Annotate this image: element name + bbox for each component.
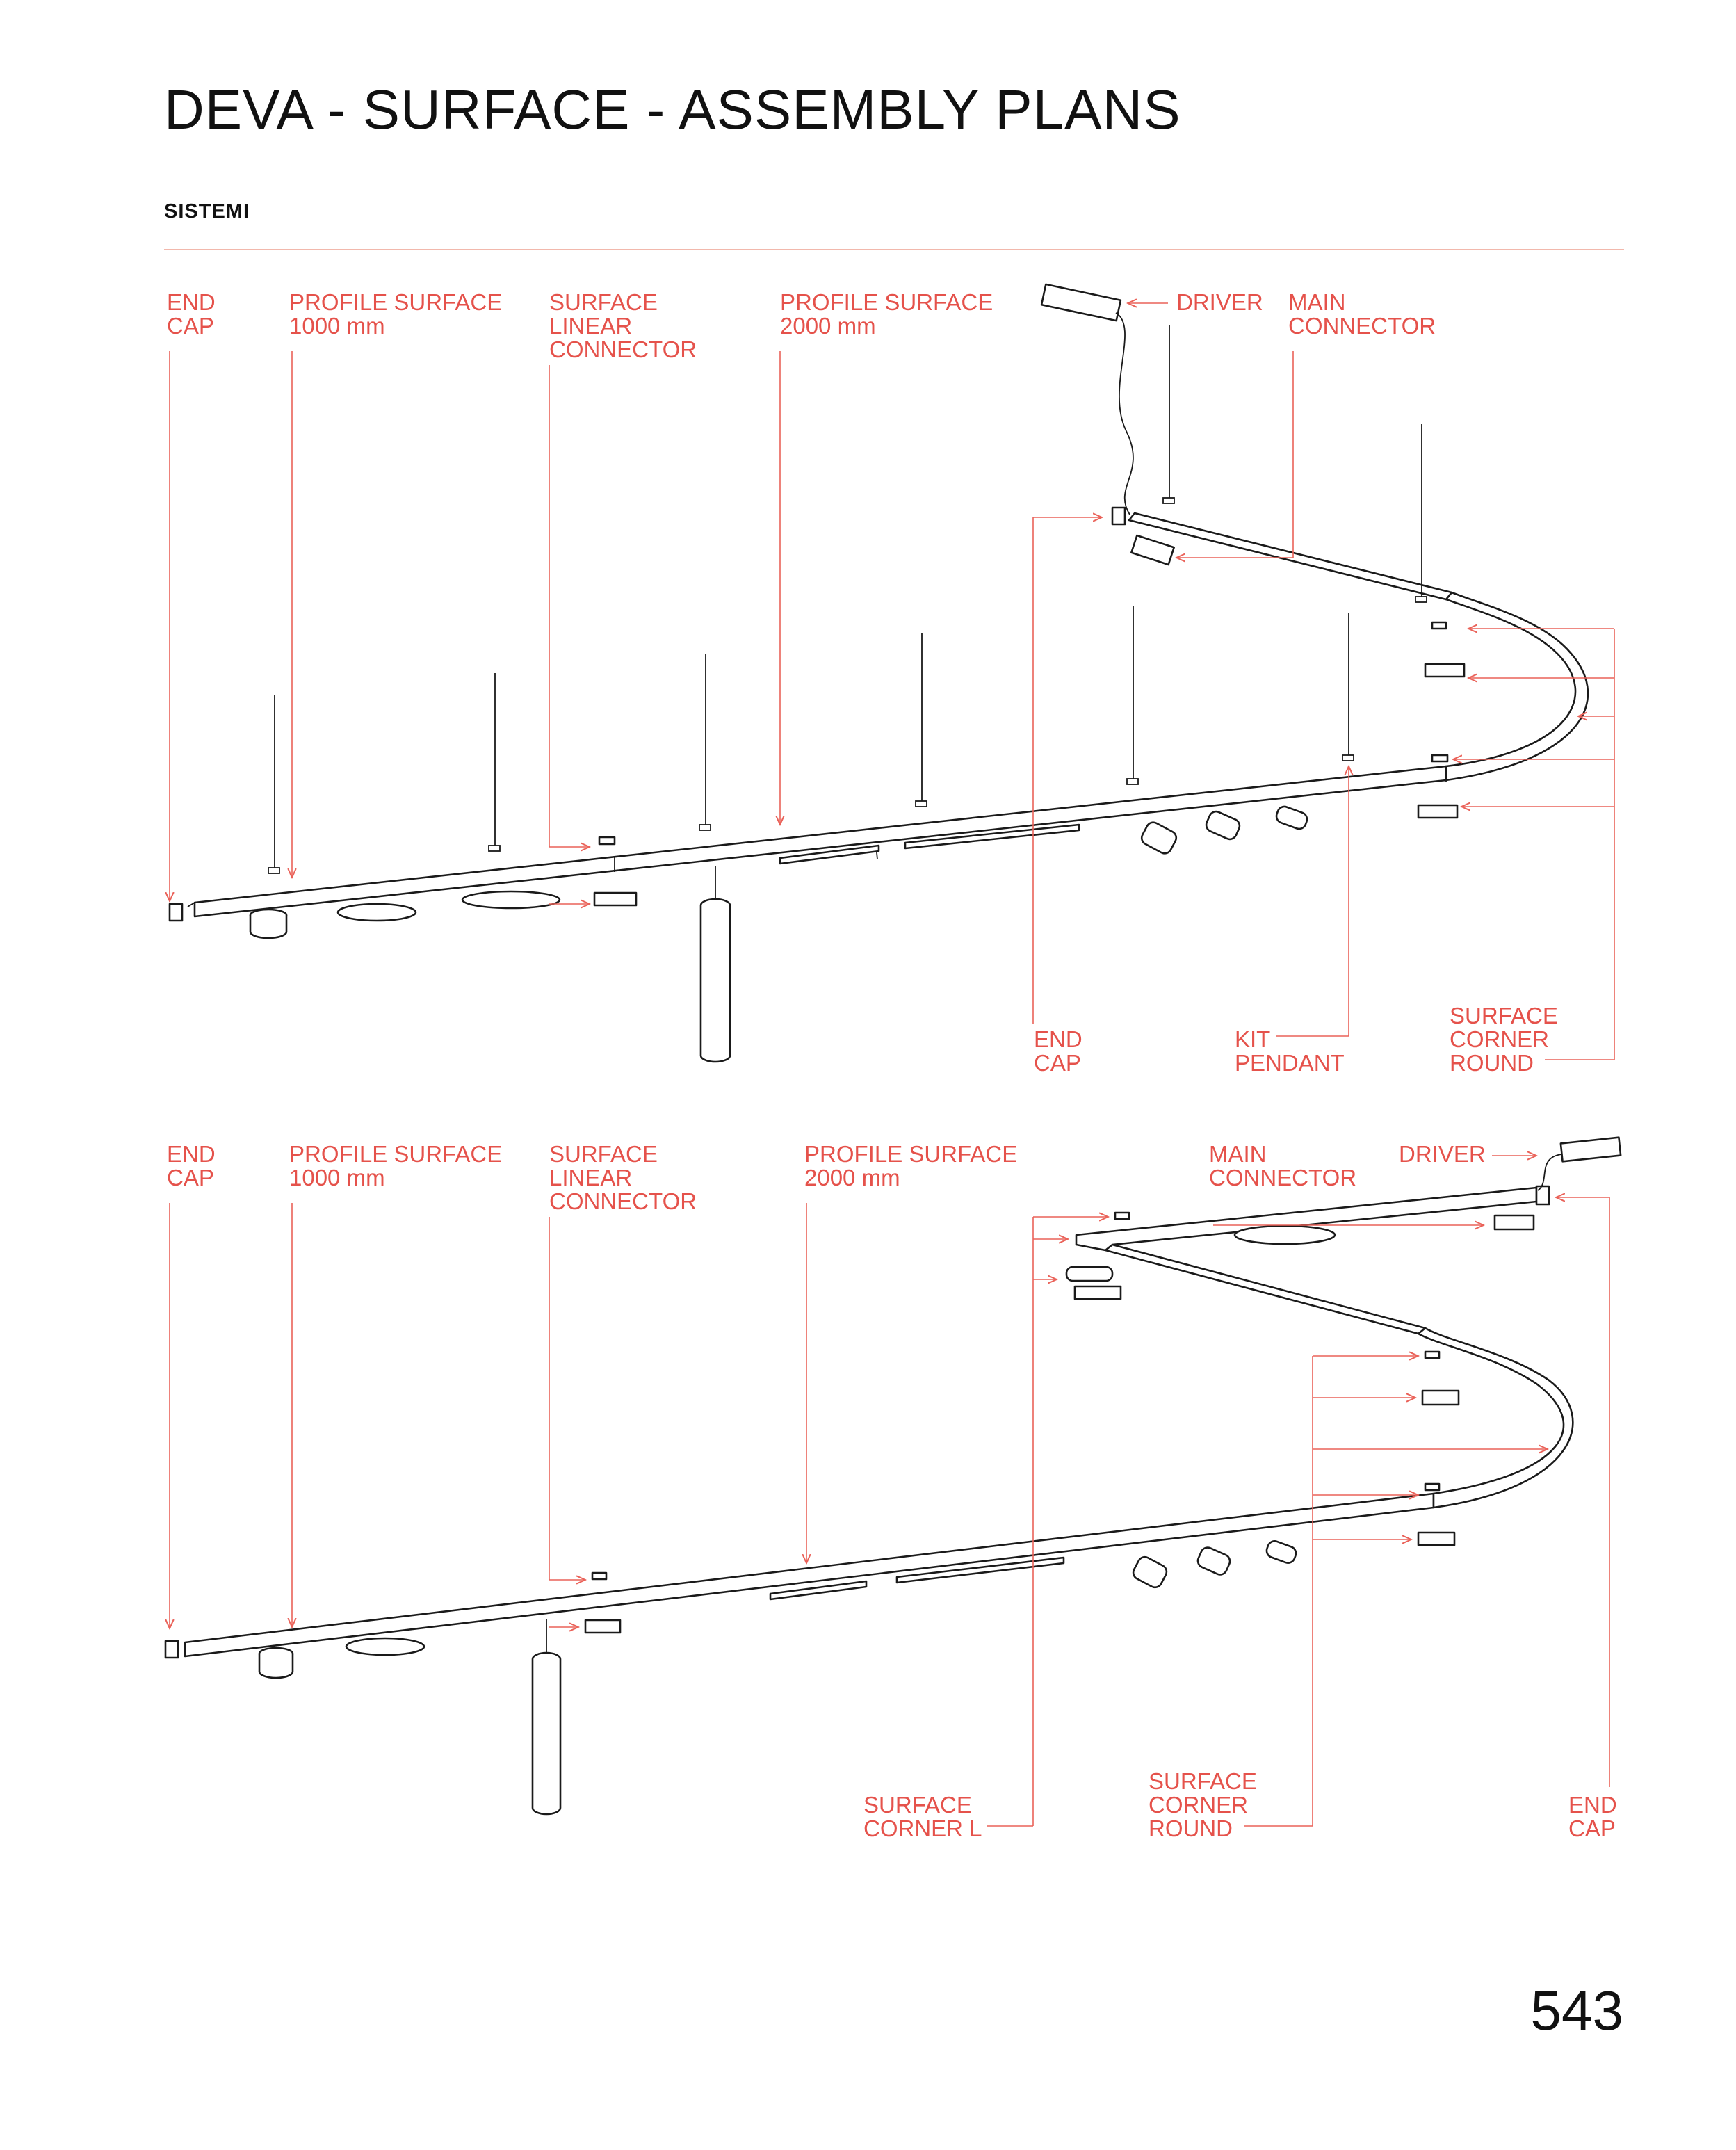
plan1-label-driver: DRIVER [1176,289,1263,315]
plan2-label-driver: DRIVER [1399,1141,1486,1167]
plan1-pendant-tube [699,898,731,1063]
plan2-drawing [164,1136,1622,1827]
plan1-round-light-mid [336,903,417,922]
plan1-round-light-large [461,890,561,910]
plan2-upper-profile [1104,1243,1427,1335]
plan2-end-cap-right [1535,1185,1550,1206]
plan2-leader-lines [170,1156,1610,1827]
plan2-round-light-top [1233,1224,1336,1245]
plan2-pendant-tube [531,1651,562,1816]
plan1-end-cap-left [168,903,184,922]
page-title: DEVA - SURFACE - ASSEMBLY PLANS [164,79,1181,140]
plan1-drawing [168,283,1615,1063]
plan1-corner-round [1445,591,1589,782]
header-divider [164,249,1624,250]
plan1-driver [1040,283,1122,322]
plan2-end-cap-left [164,1640,179,1659]
plan1-main-connector [1130,534,1175,566]
section-label: SISTEMI [164,200,250,223]
plan2-profile [184,1492,1435,1658]
plan2-main-connector [1493,1214,1535,1231]
plan1-suspension-wires [268,325,1427,874]
plan2-driver [1559,1136,1622,1163]
page-number: 543 [1530,1980,1623,2042]
plan1-profile [193,765,1447,918]
plan1-leader-lines [170,303,1615,1060]
plan2-corner-round [1417,1327,1574,1509]
plan1-upper-profile [1128,512,1453,601]
plan1-end-cap-top [1111,506,1126,526]
